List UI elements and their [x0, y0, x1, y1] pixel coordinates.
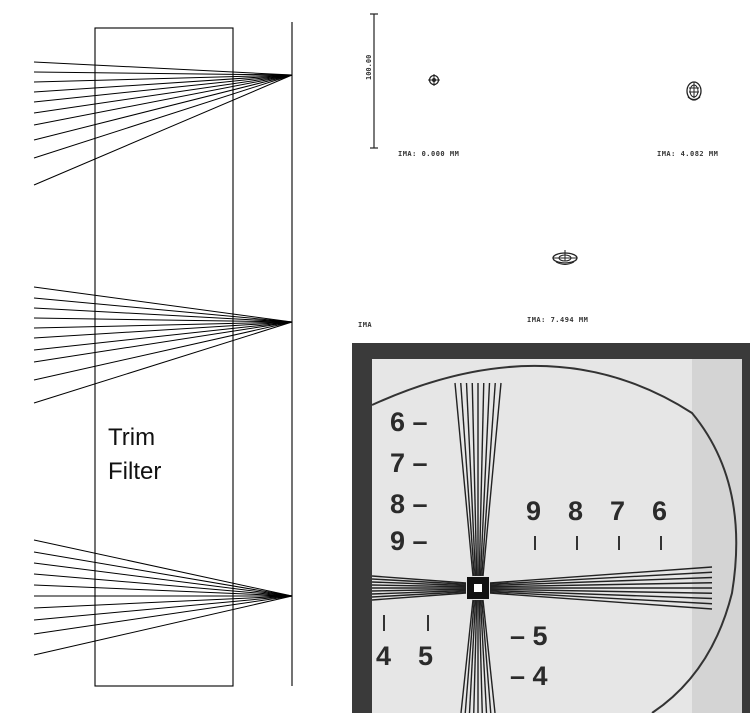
field-label-1: IMA: 0.000 MM — [398, 150, 460, 158]
chart-background — [372, 359, 742, 713]
wedge-line — [482, 382, 502, 577]
ray-line — [33, 74, 293, 83]
resolution-wedges — [371, 382, 713, 713]
chart-number-lower-5: – 5 — [510, 621, 548, 651]
ray-line — [33, 321, 293, 363]
spot-field-1 — [428, 74, 440, 86]
wedge-line — [471, 382, 478, 577]
wedge-line — [454, 382, 474, 577]
chart-number-left-8: 8 – — [390, 489, 428, 519]
ray-line — [33, 562, 293, 597]
wedge-line — [481, 599, 492, 713]
ray-line — [33, 551, 293, 597]
ray-line — [33, 297, 293, 323]
spot-field-3 — [552, 250, 578, 265]
chart-number-left-6: 6 – — [390, 407, 428, 437]
wedge-line — [489, 592, 713, 610]
filter-label: Filter — [108, 458, 162, 485]
resolution-chart-photo: 6 – 7 – 8 – 9 – 9 8 7 6 4 5 – 5 – 4 — [352, 343, 750, 713]
wedge-line — [489, 588, 713, 594]
chart-number-right-7: 7 — [610, 496, 626, 526]
ray-line — [33, 539, 293, 597]
ray-line — [33, 321, 293, 404]
ray-line — [33, 286, 293, 323]
ray-line — [33, 317, 293, 323]
chart-shadow — [692, 359, 742, 713]
ray-line — [33, 74, 293, 126]
ray-line — [33, 595, 293, 621]
spot-diagram-svg — [370, 13, 702, 265]
wedge-line — [371, 592, 467, 601]
wedge-line — [478, 382, 485, 577]
ray-line — [33, 74, 293, 159]
wedge-line — [489, 571, 713, 585]
chart-ticks — [383, 536, 662, 631]
wedge-line — [371, 588, 467, 592]
wedge-line — [371, 591, 467, 598]
wedge-line — [479, 382, 491, 577]
spot-diagram: 100.00 IMA: 0.000 MM IMA: 4.082 MM IMA: … — [352, 0, 750, 335]
ray-line — [33, 573, 293, 597]
ray-line — [33, 307, 293, 323]
wedge-line — [371, 575, 467, 584]
resolution-chart-svg — [352, 343, 750, 713]
field-label-3: IMA: 7.494 MM — [527, 316, 589, 324]
ray-line — [33, 321, 293, 381]
wedge-line — [460, 599, 474, 713]
chart-circle-arc — [371, 364, 738, 713]
ray-line — [33, 321, 293, 351]
ray-line — [33, 74, 293, 93]
wedge-line — [489, 582, 713, 588]
trim-label: Trim — [108, 424, 156, 451]
wedge-line — [479, 599, 488, 713]
wedge-line — [468, 599, 477, 713]
wedge-line — [371, 578, 467, 585]
chart-number-bottom-5: 5 — [418, 641, 434, 671]
wedge-line — [371, 584, 467, 588]
chart-number-bottom-4: 4 — [376, 641, 392, 671]
ray-trace-svg — [33, 22, 293, 687]
ray-line — [33, 71, 293, 76]
chart-number-left-9: 9 – — [390, 526, 428, 556]
wedge-line — [464, 599, 475, 713]
corner-label: IMA — [358, 321, 373, 329]
ray-line — [33, 321, 293, 329]
ray-line — [33, 595, 293, 656]
wedge-line — [481, 382, 496, 577]
chart-number-right-8: 8 — [568, 496, 584, 526]
ray-line — [33, 74, 293, 141]
ray-line — [33, 74, 293, 186]
ray-line — [33, 595, 293, 635]
ray-line — [33, 61, 293, 76]
ray-line — [33, 321, 293, 339]
wedge-line — [478, 599, 483, 713]
ray-line — [33, 74, 293, 103]
wedge-line — [460, 382, 475, 577]
wedge-line — [489, 589, 713, 600]
wedge-line — [489, 566, 713, 584]
wedge-line — [473, 599, 478, 713]
chart-number-right-9: 9 — [526, 496, 542, 526]
wedge-line — [371, 589, 467, 595]
ray-line — [33, 74, 293, 114]
wedge-line — [465, 382, 477, 577]
wedge-line — [489, 576, 713, 587]
scale-value: 100.00 — [365, 54, 373, 80]
field-label-2: IMA: 4.082 MM — [657, 150, 719, 158]
trim-filter-box — [94, 27, 234, 687]
ray-line — [33, 584, 293, 597]
wedge-line — [489, 591, 713, 605]
ray-trace-diagram: Trim Filter — [0, 0, 340, 713]
chart-number-right-6: 6 — [652, 496, 668, 526]
chart-number-lower-4: – 4 — [510, 661, 548, 691]
center-square-hole — [474, 584, 482, 592]
chart-number-left-7: 7 – — [390, 448, 428, 478]
wedge-line — [371, 581, 467, 587]
spot-field-2 — [686, 81, 702, 101]
ray-line — [33, 595, 293, 609]
wedge-line — [482, 599, 496, 713]
ray-bundles — [33, 61, 293, 656]
